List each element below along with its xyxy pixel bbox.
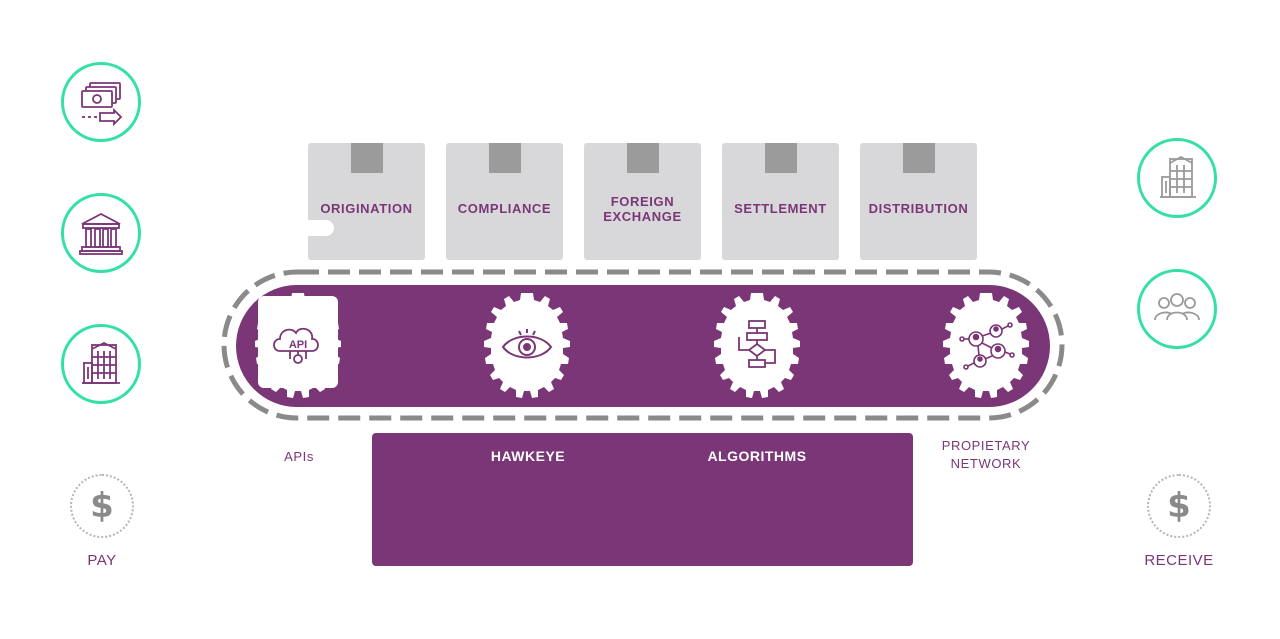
gear-label-apis: APIs	[284, 449, 314, 464]
pay-label: PAY	[87, 552, 117, 569]
box-tab	[902, 143, 935, 173]
origination-box-notch	[308, 220, 334, 236]
office-building-circle	[61, 324, 141, 404]
building-icon	[1160, 155, 1196, 198]
box-tab	[764, 143, 797, 173]
receive-label: RECEIVE	[1144, 552, 1214, 569]
money-transfer-circle	[61, 62, 141, 142]
stage-label: ORIGINATION	[320, 201, 413, 216]
box-tab	[350, 143, 383, 173]
gear-label-propietary-network: PROPIETARY NETWORK	[941, 438, 1031, 471]
stage-label: DISTRIBUTION	[868, 201, 969, 216]
gear-flowchart	[714, 293, 800, 398]
gear-label-hawkeye: HAWKEYE	[490, 448, 566, 464]
stage-box-foreign-exchange: FOREIGN EXCHANGE	[584, 143, 701, 260]
receive-dollar-icon: $	[1147, 474, 1211, 538]
pay-dollar-symbol: $	[90, 486, 114, 526]
stage-label: COMPLIANCE	[457, 201, 552, 216]
belt-band	[236, 285, 1050, 407]
bank-icon	[79, 212, 123, 255]
stage-box-origination: ORIGINATION	[308, 143, 425, 260]
gear-label-algorithms: ALGORITHMS	[707, 448, 807, 464]
stage-box-distribution: DISTRIBUTION	[860, 143, 977, 260]
money-transfer-icon	[81, 82, 123, 127]
stage-label: FOREIGN EXCHANGE	[603, 193, 682, 224]
bank-circle	[61, 193, 141, 273]
pay-dollar-icon: $	[70, 474, 134, 538]
gear-api: API	[255, 293, 341, 398]
building-circle	[1137, 138, 1217, 218]
network-people-icon	[959, 322, 1015, 370]
stage-label: SETTLEMENT	[734, 201, 827, 216]
people-group-icon	[1154, 293, 1200, 321]
flowchart-icon	[738, 320, 776, 368]
stage-box-compliance: COMPLIANCE	[446, 143, 563, 260]
people-group-circle	[1137, 269, 1217, 349]
gear-eye	[484, 293, 570, 398]
box-tab	[626, 143, 659, 173]
bottom-panel	[372, 433, 913, 566]
office-building-icon	[82, 341, 120, 384]
box-tab	[488, 143, 521, 173]
gear-network	[943, 293, 1029, 398]
eye-icon	[501, 329, 553, 359]
api-icon-text: API	[289, 339, 307, 351]
stage-box-settlement: SETTLEMENT	[722, 143, 839, 260]
dashed-track	[221, 269, 1065, 421]
receive-dollar-symbol: $	[1167, 486, 1191, 526]
